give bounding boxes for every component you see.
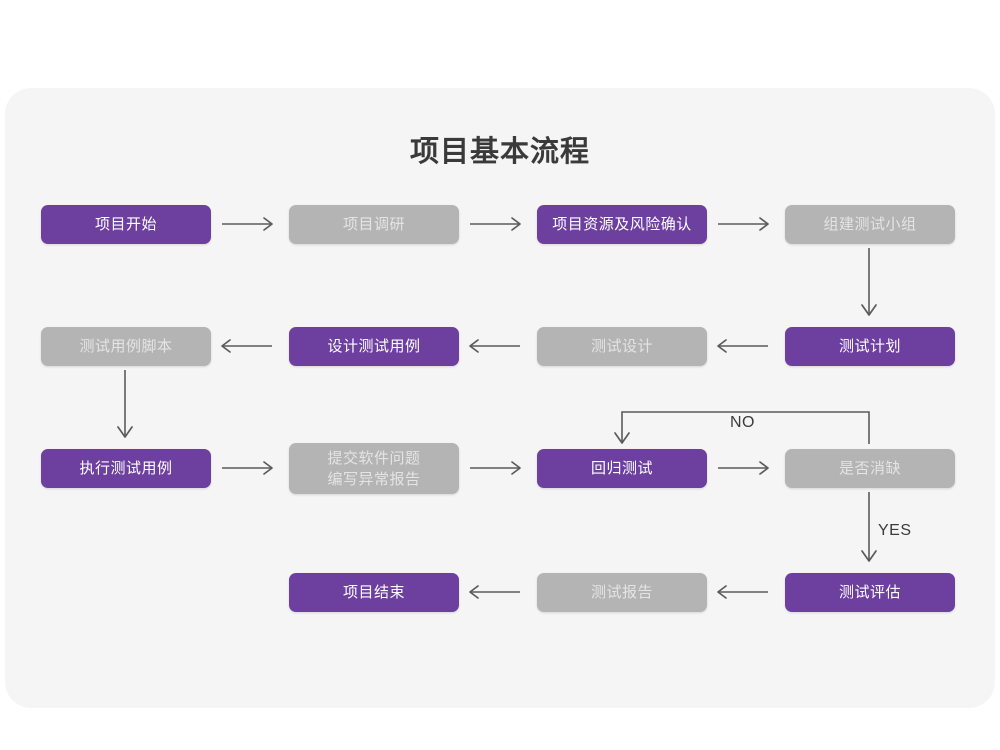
edge-label-yes: YES	[878, 522, 912, 539]
node-test-design[interactable]: 测试设计	[537, 327, 707, 366]
node-resource-risk-confirm[interactable]: 项目资源及风险确认	[537, 205, 707, 244]
node-execute-test-case[interactable]: 执行测试用例	[41, 449, 211, 488]
node-project-research[interactable]: 项目调研	[289, 205, 459, 244]
node-test-evaluation[interactable]: 测试评估	[785, 573, 955, 612]
node-defect-resolved[interactable]: 是否消缺	[785, 449, 955, 488]
node-test-report[interactable]: 测试报告	[537, 573, 707, 612]
node-project-end[interactable]: 项目结束	[289, 573, 459, 612]
node-test-plan[interactable]: 测试计划	[785, 327, 955, 366]
edge-label-no: NO	[730, 414, 755, 431]
node-submit-defect-report[interactable]: 提交软件问题 编写异常报告	[289, 443, 459, 494]
node-design-test-case[interactable]: 设计测试用例	[289, 327, 459, 366]
node-regression-test[interactable]: 回归测试	[537, 449, 707, 488]
diagram-panel	[5, 88, 995, 708]
page-title: 项目基本流程	[409, 136, 590, 168]
node-test-case-script[interactable]: 测试用例脚本	[41, 327, 211, 366]
node-build-test-team[interactable]: 组建测试小组	[785, 205, 955, 244]
node-project-start[interactable]: 项目开始	[41, 205, 211, 244]
